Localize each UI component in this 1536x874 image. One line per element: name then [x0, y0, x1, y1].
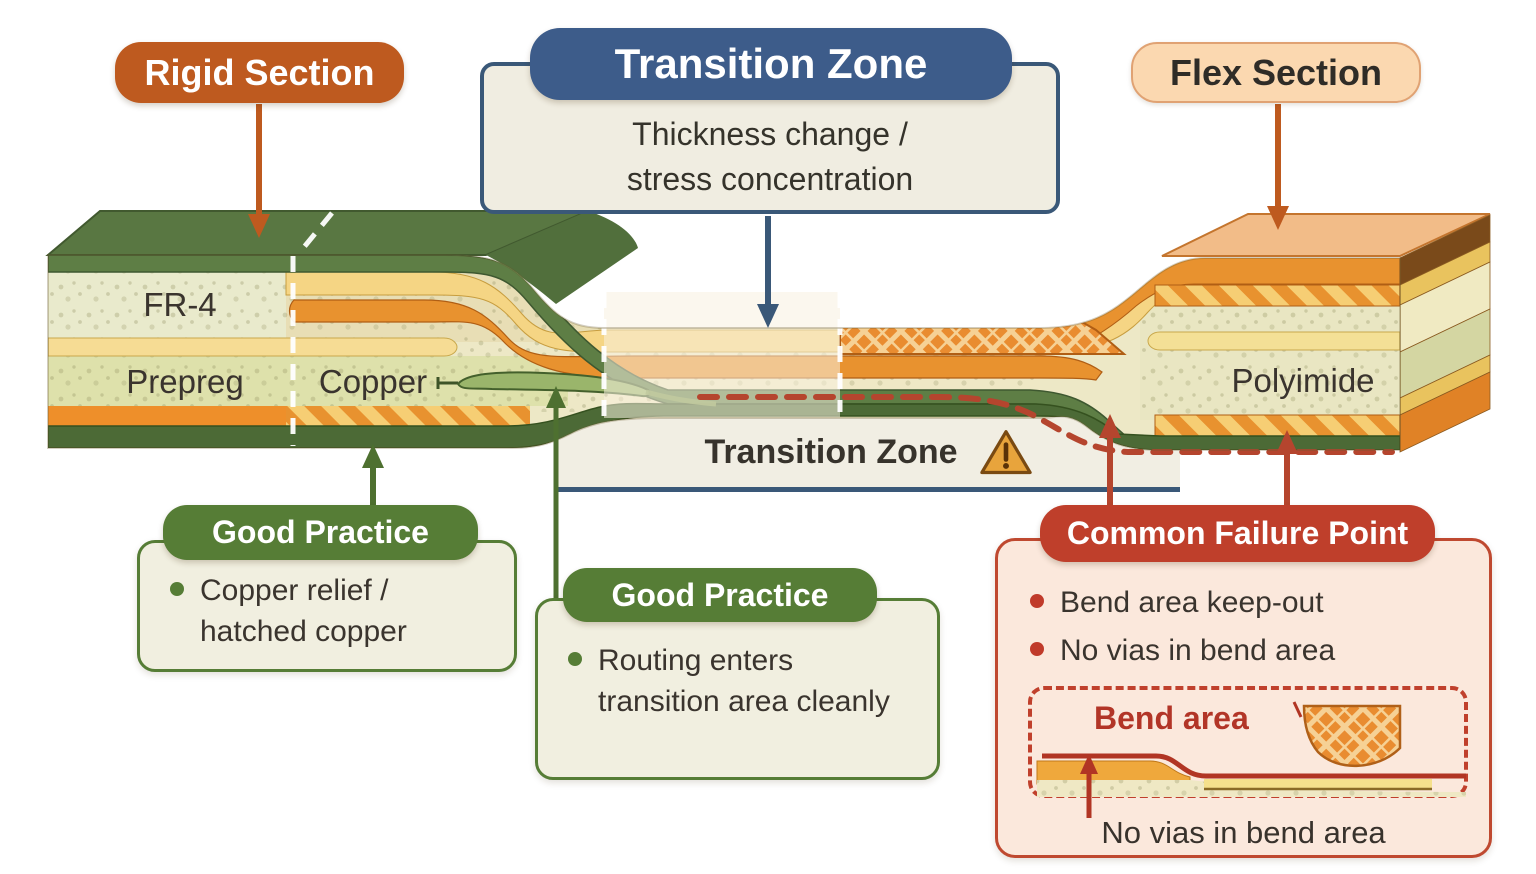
rigid-section-arrow	[248, 104, 270, 238]
failure-bullet-2: No vias in bend area	[1060, 634, 1336, 667]
layer-label-polyimide: Polyimide	[1231, 362, 1375, 399]
transition-note-line2: stress concentration	[626, 161, 914, 198]
bend-area-label: Bend area	[1094, 700, 1249, 736]
common-failure-box: Bend area keep-out No vias in bend area …	[995, 538, 1492, 858]
transition-zone-note: Thickness change / stress concentration	[484, 112, 1056, 203]
flex-section-badge: Flex Section	[1131, 42, 1421, 103]
transition-zone-arrow	[757, 216, 779, 328]
copper-trace	[436, 371, 717, 407]
bend-area-mini-diagram	[1036, 701, 1466, 818]
transition-caption-text: Transition Zone	[704, 433, 958, 471]
transition-caption-panel: Transition Zone	[558, 418, 1180, 492]
bend-area-outline: Bend area	[1028, 686, 1468, 818]
bullet-dot	[170, 582, 184, 596]
board-3d-faces	[45, 210, 1491, 453]
bullet-dot	[1030, 594, 1044, 608]
flex-section-arrow	[1267, 104, 1289, 230]
coverlay-crosshatch-icon	[1302, 704, 1402, 767]
good-practice-mid-bullet: Routing enters transition area cleanly	[598, 644, 890, 718]
failure-bullet-1: Bend area keep-out	[1060, 586, 1324, 619]
warning-triangle-icon	[979, 429, 1032, 474]
bullet-dot	[568, 652, 582, 666]
bend-caption: No vias in bend area	[1101, 815, 1386, 850]
bullet-dot	[1030, 642, 1044, 656]
good-practice-left-box: Copper relief / hatched copper	[137, 540, 517, 672]
rigid-section-badge: Rigid Section	[115, 42, 404, 103]
good-practice-left-bullet: Copper relief / hatched copper	[200, 574, 407, 648]
transition-zone-badge: Transition Zone	[530, 28, 1012, 100]
transition-note-line1: Thickness change /	[632, 116, 908, 152]
no-via-arrow	[1080, 754, 1098, 818]
section-divider-dashes	[290, 211, 843, 446]
layer-label-copper: Copper	[318, 363, 428, 400]
good-practice-mid-title: Good Practice	[563, 568, 877, 622]
good-practice-mid-box: Routing enters transition area cleanly	[535, 598, 940, 780]
good-practice-left-title: Good Practice	[163, 505, 478, 560]
layer-label-fr4: FR-4	[143, 286, 217, 323]
layer-label-prepreg: Prepreg	[126, 363, 244, 400]
common-failure-title: Common Failure Point	[1040, 505, 1435, 562]
transition-highlight	[604, 292, 840, 418]
